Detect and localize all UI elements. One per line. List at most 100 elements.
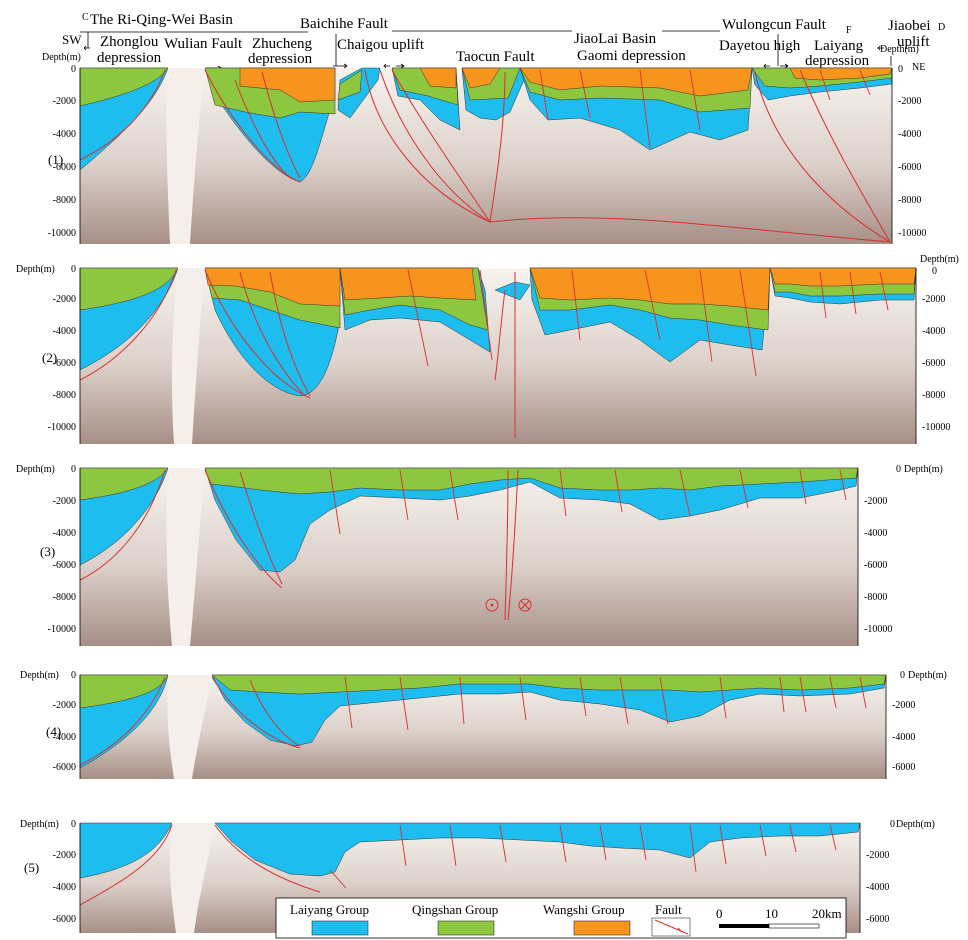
tick-label: 0 (896, 464, 901, 475)
chaigou-uplift-label: Chaigou uplift (337, 37, 425, 53)
tick-label: -4000 (922, 326, 945, 337)
tick-label: 0 (71, 819, 76, 830)
tick-label: -2000 (898, 96, 921, 107)
depth-label-right: Depth(m) (880, 44, 919, 55)
section-id: (2) (42, 350, 57, 365)
section-1: Depth(m) Depth(m) (1) 0 -2000 -4000 -600… (42, 44, 926, 244)
gaomi-depression-label: Gaomi depression (577, 48, 686, 64)
tick-label: -8000 (898, 195, 921, 206)
d-mark: D (938, 22, 945, 33)
tick-label: 0 (890, 819, 895, 830)
tick-label: -4000 (53, 129, 76, 140)
tick-label: 0 (71, 264, 76, 275)
zhonglou-depression-label: depression (97, 50, 162, 66)
tick-label: -2000 (53, 294, 76, 305)
tick-label: 0 (71, 64, 76, 75)
tick-label: -6000 (53, 762, 76, 773)
tick-label: -6000 (53, 162, 76, 173)
riqingwei-basin-label: The Ri-Qing-Wei Basin (90, 12, 233, 28)
depth-label-right: Depth(m) (908, 670, 947, 681)
taocun-fault-label: Taocun Fault (456, 49, 535, 65)
dayetou-high-label: Dayetou high (719, 38, 801, 54)
tick-label: -6000 (53, 914, 76, 925)
f-mark: F (846, 25, 852, 36)
depth-label-right: Depth(m) (896, 819, 935, 830)
tick-label: -8000 (53, 195, 76, 206)
tick-label: -6000 (53, 358, 76, 369)
tick-label: -4000 (53, 326, 76, 337)
tick-label: -10000 (48, 228, 76, 239)
jiaobei-uplift-label: uplift (897, 34, 930, 50)
depth-label-right: Depth(m) (920, 254, 959, 265)
baichihe-fault-label: Baichihe Fault (300, 16, 389, 32)
sw-label: SW (62, 32, 82, 47)
depth-label-right: Depth(m) (904, 464, 943, 475)
tick-label: -4000 (898, 129, 921, 140)
wulongcun-fault-label: Wulongcun Fault (722, 17, 827, 33)
tick-label: -4000 (53, 528, 76, 539)
tick-label: 0 (932, 266, 937, 277)
legend-wangshi-swatch (573, 920, 631, 936)
tick-label: -8000 (53, 592, 76, 603)
tick-label: -10000 (922, 422, 950, 433)
tick-label: 0 (71, 464, 76, 475)
laiyang-depression-label: depression (805, 53, 870, 69)
tick-label: -2000 (53, 96, 76, 107)
tick-label: -6000 (892, 762, 915, 773)
jiaolai-basin-label: JiaoLai Basin (574, 31, 657, 47)
legend-qingshan-swatch (437, 920, 495, 936)
depth-label-left: Depth(m) (42, 52, 81, 63)
tick-label: -4000 (53, 732, 76, 743)
scale-20-label: 20km (812, 906, 842, 921)
tick-label: -6000 (53, 560, 76, 571)
section-id: (4) (46, 724, 61, 739)
tick-label: -2000 (892, 700, 915, 711)
wulian-fault-label: Wulian Fault (164, 36, 243, 52)
tick-label: -2000 (866, 850, 889, 861)
tick-label: -2000 (53, 496, 76, 507)
zhucheng-label: Zhucheng (252, 36, 312, 52)
depth-label-left: Depth(m) (20, 670, 59, 681)
tick-label: -2000 (53, 700, 76, 711)
c-mark: C (82, 12, 89, 23)
tick-label: -8000 (53, 390, 76, 401)
tick-label: -2000 (922, 294, 945, 305)
header-labels: C SW The Ri-Qing-Wei Basin Zhonglou depr… (62, 12, 945, 73)
tick-label: -6000 (922, 358, 945, 369)
section-id: (3) (40, 544, 55, 559)
depth-label-left: Depth(m) (16, 464, 55, 475)
scale-bar (719, 923, 820, 929)
zhucheng-depression-label: depression (248, 51, 313, 67)
jiaobei-label: Jiaobei (888, 18, 931, 34)
section-2: Depth(m) Depth(m) (2) 0 -2000 -4000 -600… (16, 254, 959, 444)
tick-label: -4000 (864, 528, 887, 539)
tick-label: -4000 (892, 732, 915, 743)
tick-label: -4000 (53, 882, 76, 893)
tick-label: 0 (900, 670, 905, 681)
legend-qingshan-label: Qingshan Group (412, 902, 498, 917)
tick-label: -10000 (48, 422, 76, 433)
tick-label: -6000 (866, 914, 889, 925)
tick-label: -8000 (864, 592, 887, 603)
tick-label: -4000 (866, 882, 889, 893)
legend-laiyang-label: Laiyang Group (290, 902, 369, 917)
tick-label: -6000 (898, 162, 921, 173)
section-id: (1) (48, 152, 63, 167)
tick-label: -8000 (922, 390, 945, 401)
scale-0-label: 0 (716, 906, 723, 921)
laiyang-label: Laiyang (814, 38, 864, 54)
zhonglou-label: Zhonglou (100, 34, 159, 50)
tick-label: -2000 (864, 496, 887, 507)
tick-label: -10000 (898, 228, 926, 239)
depth-label-left: Depth(m) (20, 819, 59, 830)
section-4: Depth(m) Depth(m) (4) 0 -2000 -4000 -600… (20, 670, 947, 779)
tick-label: -2000 (53, 850, 76, 861)
legend-laiyang-swatch (311, 920, 369, 936)
fault-line-icon (654, 919, 689, 935)
tick-label: -6000 (864, 560, 887, 571)
section-3: Depth(m) Depth(m) (3) 0 -2000 -4000 -600… (16, 464, 943, 646)
tick-label: -10000 (48, 624, 76, 635)
tick-label: 0 (898, 64, 903, 75)
tick-label: -10000 (864, 624, 892, 635)
